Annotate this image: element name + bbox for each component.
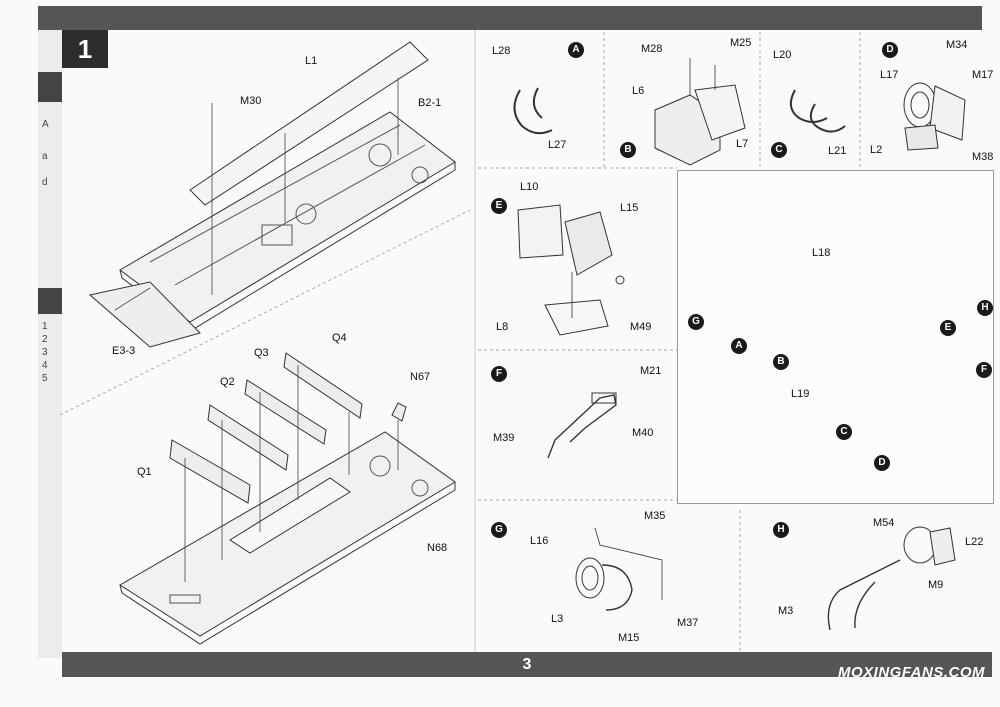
part-label-l27: L27 (548, 139, 567, 151)
strip-number: 2 (42, 334, 48, 345)
strip-letter: d (42, 177, 48, 188)
strip-number: 5 (42, 373, 48, 384)
part-label-m37: M37 (677, 617, 699, 629)
part-label-l1: L1 (305, 55, 318, 67)
part-label-l3: L3 (551, 613, 564, 625)
part-label-q1: Q1 (137, 466, 152, 478)
part-label-l8: L8 (496, 321, 509, 333)
part-label-l2: L2 (870, 144, 883, 156)
part-label-m39: M39 (493, 432, 515, 444)
part-label-e3-3: E3-3 (112, 345, 136, 357)
part-label-m54: M54 (873, 517, 895, 529)
part-label-b2-1: B2-1 (418, 97, 442, 109)
part-label-m34: M34 (946, 39, 968, 51)
part-label-m40: M40 (632, 427, 654, 439)
assembly-badge-e: E (940, 320, 956, 336)
part-label-l17: L17 (880, 69, 899, 81)
part-label-m21: M21 (640, 365, 662, 377)
part-label-m38: M38 (972, 151, 994, 163)
part-label-m3: M3 (778, 605, 794, 617)
part-label-m17: M17 (972, 69, 994, 81)
page-number: 3 (522, 656, 532, 673)
assembly-badge-b: B (773, 354, 789, 370)
strip-number: 3 (42, 347, 48, 358)
assembly-badge-h: H (977, 300, 993, 316)
part-label-l10: L10 (520, 181, 539, 193)
part-label-m35: M35 (644, 510, 666, 522)
strip-letter: A (42, 119, 49, 130)
sub-assembly-f-badge: F (491, 366, 507, 382)
sub-assembly-b-badge: B (620, 142, 636, 158)
bottom-band: 3 (62, 652, 992, 677)
assembly-badge-d: D (874, 455, 890, 471)
part-label-l7: L7 (736, 138, 749, 150)
sub-assembly-a-badge: A (568, 42, 584, 58)
part-label-l28: L28 (492, 45, 511, 57)
part-label-m15: M15 (618, 632, 640, 644)
strip-block (38, 72, 62, 102)
part-label-m28: M28 (641, 43, 663, 55)
sub-assembly-c-badge: C (771, 142, 787, 158)
assembly-badge-c: C (836, 424, 852, 440)
previous-page-edge: A a d 1 2 3 4 5 (38, 30, 62, 658)
part-label-l6: L6 (632, 85, 645, 97)
sub-assembly-d-badge: D (882, 42, 898, 58)
strip-block (38, 288, 62, 314)
part-label-q3: Q3 (254, 347, 269, 359)
main-assembly-panel (677, 170, 994, 504)
part-label-l20: L20 (773, 49, 792, 61)
part-label-n67: N67 (410, 371, 431, 383)
sub-assembly-e-badge: E (491, 198, 507, 214)
part-label-m9: M9 (928, 579, 944, 591)
top-band (38, 6, 982, 30)
part-label-l15: L15 (620, 202, 639, 214)
part-label-q2: Q2 (220, 376, 235, 388)
sub-assembly-h-badge: H (773, 522, 789, 538)
page-fold (474, 30, 476, 652)
part-label-l18: L18 (812, 247, 831, 259)
part-label-m25: M25 (730, 37, 752, 49)
part-label-l16: L16 (530, 535, 549, 547)
assembly-badge-a: A (731, 338, 747, 354)
site-watermark: MOXINGFANS.COM (838, 664, 986, 681)
part-label-q4: Q4 (332, 332, 347, 344)
part-label-n68: N68 (427, 542, 448, 554)
strip-letter: a (42, 151, 48, 162)
sub-assembly-g-badge: G (491, 522, 507, 538)
part-label-l21: L21 (828, 145, 847, 157)
strip-number: 4 (42, 360, 48, 371)
assembly-badge-f: F (976, 362, 992, 378)
step-number: 1 (62, 30, 108, 68)
part-label-l22: L22 (965, 536, 984, 548)
part-label-m30: M30 (240, 95, 262, 107)
part-label-m49: M49 (630, 321, 652, 333)
part-label-l19: L19 (791, 388, 810, 400)
assembly-badge-g: G (688, 314, 704, 330)
strip-number: 1 (42, 321, 48, 332)
